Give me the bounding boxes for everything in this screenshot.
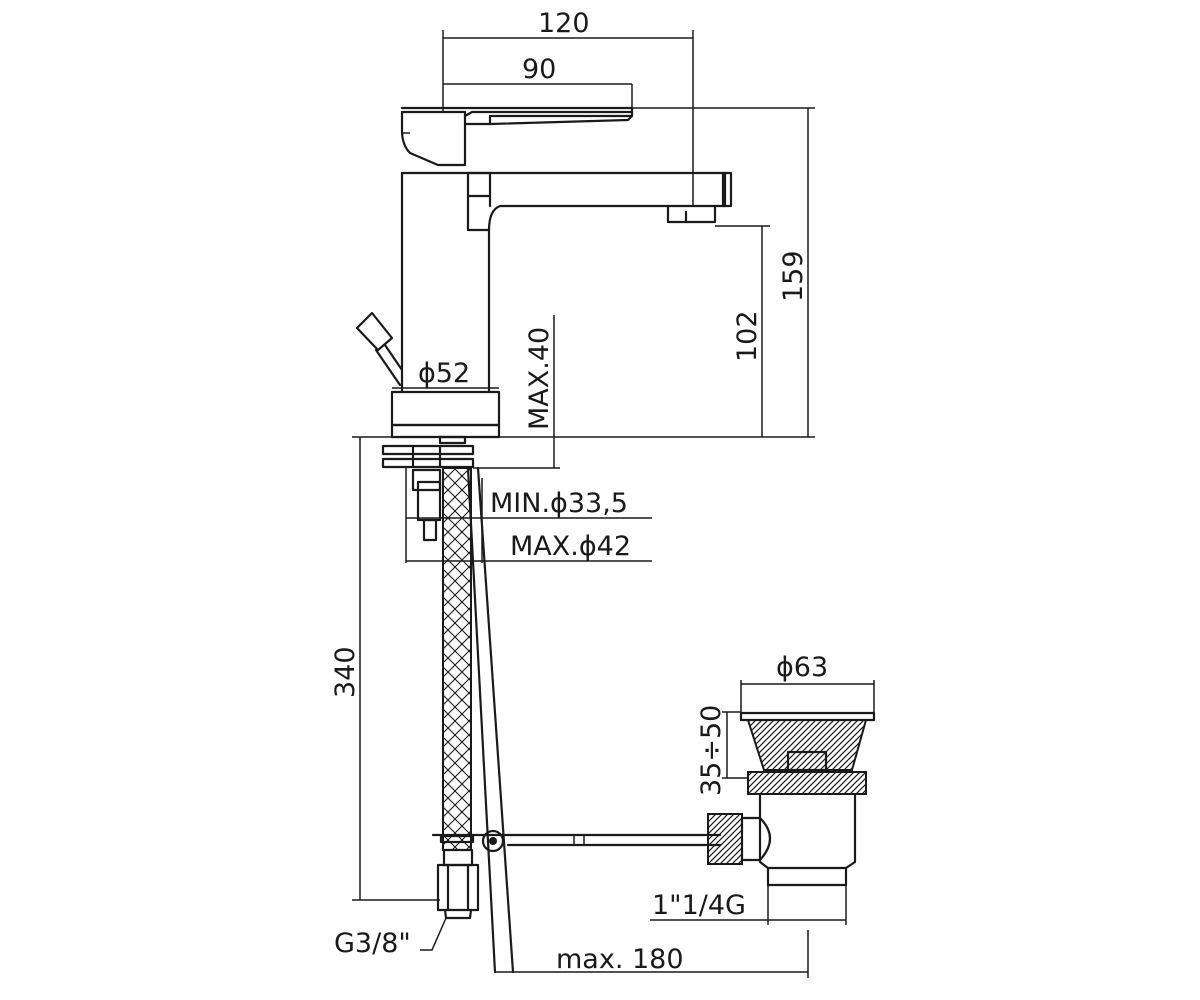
dim-lever-reach: 90	[522, 54, 556, 85]
dim-waste-thread: 1"1/4G	[652, 890, 746, 921]
pop-up-rod	[355, 311, 404, 387]
dim-base-diameter: ϕ52	[418, 358, 470, 389]
pop-up-linkage	[431, 466, 722, 974]
dim-hose-length: 340	[330, 646, 361, 698]
dim-waste-diameter: ϕ63	[776, 652, 828, 683]
spout	[466, 171, 733, 232]
dim-hole-max: MAX.ϕ42	[510, 531, 631, 562]
base-ring	[390, 390, 501, 439]
lever-handle	[400, 106, 634, 167]
dim-rod-length: max. 180	[556, 944, 684, 975]
waste-assembly	[707, 711, 876, 887]
dim-hole-min: MIN.ϕ33,5	[490, 488, 628, 519]
dimension-labels: 120 90 159 102 ϕ52 MAX.40 MIN.ϕ33,5 MAX.…	[330, 8, 828, 975]
dim-waste-height: 35÷50	[696, 705, 727, 796]
dim-spout-height: 102	[732, 310, 763, 362]
dim-height-total: 159	[778, 250, 809, 302]
dimension-lines	[352, 30, 875, 978]
dim-hose-thread: G3/8"	[334, 928, 411, 959]
dim-width-overall: 120	[538, 8, 590, 39]
dim-deck-max: MAX.40	[524, 327, 555, 430]
